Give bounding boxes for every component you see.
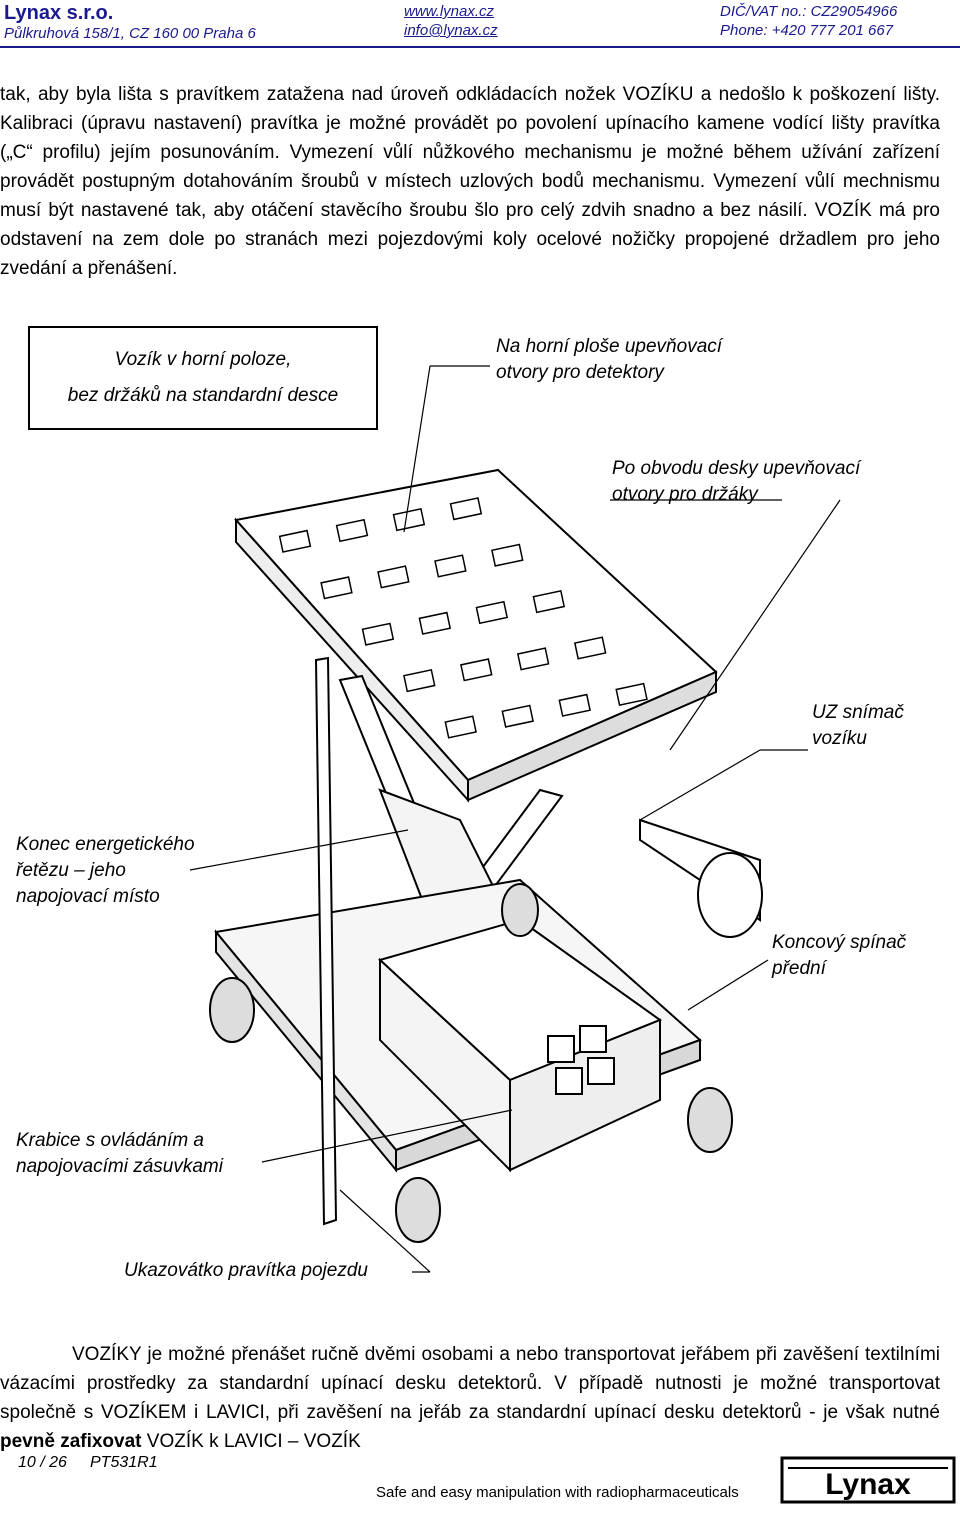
plate-slot (418, 611, 452, 635)
plate-slot (516, 647, 550, 671)
callout-uz-sensor: UZ snímač vozíku (812, 700, 904, 752)
company-address: Půlkruhová 158/1, CZ 160 00 Praha 6 (4, 25, 256, 42)
plate-slot (403, 668, 436, 693)
plate-slot (573, 636, 607, 660)
page-number: 10 / 26 (18, 1454, 67, 1471)
plate-slot (377, 565, 410, 589)
phone-number: Phone: +420 777 201 667 (720, 22, 894, 39)
logo-text: Lynax (825, 1468, 911, 1501)
plate-slot (558, 693, 591, 717)
callout-top-holes-line2: otvory pro detektory (496, 362, 664, 383)
paragraph2-bold: pevně zafixovat (0, 1431, 142, 1452)
header-divider (0, 46, 960, 48)
callout-energy-chain-line3: napojovací místo (16, 886, 160, 907)
leader-lines (189, 365, 841, 1273)
callout-uz-sensor-line2: vozíku (812, 728, 867, 749)
callout-perimeter-holes: Po obvodu desky upevňovací otvory pro dr… (612, 456, 860, 508)
callout-top-holes: Na horní ploše upevňovací otvory pro det… (496, 334, 722, 386)
top-plate-slots (278, 497, 648, 739)
callout-front-switch-line2: přední (772, 958, 826, 979)
plate-slot (320, 576, 353, 600)
plate-slot (444, 715, 477, 739)
callout-cart-position-line2: bez držáků na standardní desce (67, 385, 339, 406)
page-header: Lynax s.r.o. Půlkruhová 158/1, CZ 160 00… (0, 0, 960, 48)
callout-cart-position-line1: Vozík v horní poloze, (114, 349, 292, 370)
plate-slot (460, 658, 493, 682)
company-name: Lynax s.r.o. (4, 2, 114, 24)
plate-slot (501, 704, 534, 728)
top-plate (234, 468, 718, 803)
plate-slot (475, 600, 509, 625)
wheels (209, 883, 733, 1243)
vat-number: DIČ/VAT no.: CZ29054966 (720, 3, 898, 20)
body-paragraph-1: tak, aby byla lišta s pravítkem zatažena… (0, 84, 940, 279)
callout-uz-sensor-line1: UZ snímač (812, 702, 904, 723)
company-block: Lynax s.r.o. Půlkruhová 158/1, CZ 160 00… (4, 2, 256, 43)
company-ids: DIČ/VAT no.: CZ29054966 Phone: +420 777 … (720, 2, 897, 40)
plate-slot (491, 543, 524, 567)
lynax-logo: Lynax (780, 1456, 956, 1504)
callout-energy-chain-line2: řetězu – jeho (16, 860, 126, 881)
paragraph2-text-a: VOZÍKY je možné přenášet ručně dvěmi oso… (0, 1344, 940, 1423)
plate-slot (361, 622, 395, 646)
plate-slot (278, 529, 312, 553)
page-footer: 10 / 26 PT531R1 Safe and easy manipulati… (0, 1440, 960, 1515)
ruler-rail (314, 656, 338, 1226)
footer-tagline: Safe and easy manipulation with radiopha… (376, 1484, 739, 1501)
plate-slot (532, 589, 566, 614)
plate-slot (335, 518, 369, 543)
callout-ruler-pointer: Ukazovátko pravítka pojezdu (124, 1260, 368, 1281)
callout-energy-chain-line1: Konec energetického (16, 834, 195, 855)
callout-control-box: Krabice s ovládáním a napojovacími zásuv… (16, 1128, 223, 1180)
callout-cart-position: Vozík v horní poloze, bez držáků na stan… (28, 326, 378, 430)
callout-front-switch-line1: Koncový spínač (772, 932, 907, 953)
cart-drawing (189, 365, 841, 1273)
callout-control-box-line2: napojovacími zásuvkami (16, 1156, 223, 1177)
callout-top-holes-line1: Na horní ploše upevňovací (496, 336, 723, 357)
cart-figure: Vozík v horní poloze, bez držáků na stan… (0, 320, 960, 1290)
document-code: PT531R1 (90, 1454, 158, 1471)
callout-front-switch: Koncový spínač přední (772, 930, 906, 982)
paragraph2-text-b: VOZÍK k LAVICI – VOZÍK (141, 1431, 361, 1452)
website-link[interactable]: www.lynax.cz (404, 3, 495, 20)
email-link[interactable]: info@lynax.cz (404, 22, 498, 39)
callout-perimeter-holes-line2: otvory pro držáky (612, 484, 758, 505)
body-paragraph-2: VOZÍKY je možné přenášet ručně dvěmi oso… (0, 1340, 940, 1456)
uz-sensor-drawing (639, 818, 763, 938)
plate-slot (434, 554, 467, 578)
callout-energy-chain: Konec energetického řetězu – jeho napojo… (16, 832, 195, 910)
contact-links: www.lynax.cz info@lynax.cz (404, 2, 498, 40)
plate-slot (449, 497, 483, 521)
plate-slot (615, 682, 648, 707)
callout-control-box-line1: Krabice s ovládáním a (16, 1130, 204, 1151)
callout-perimeter-holes-line1: Po obvodu desky upevňovací (612, 458, 861, 479)
